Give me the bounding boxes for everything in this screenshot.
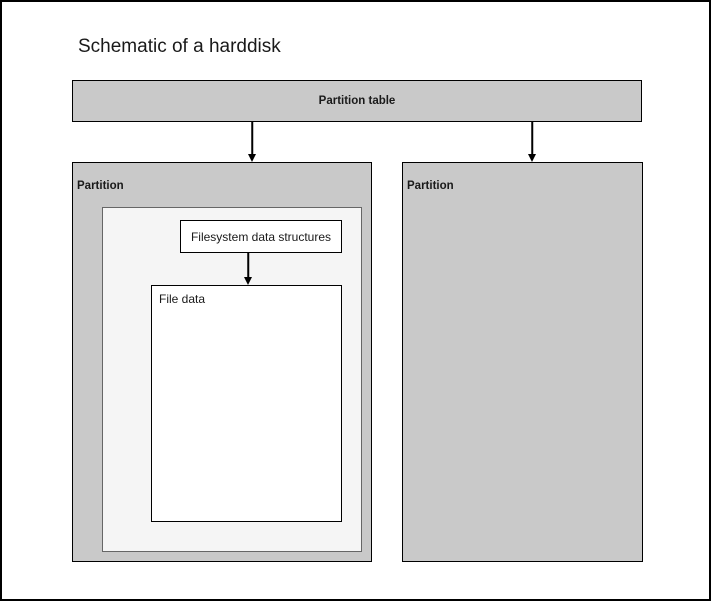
arrow-down-to-left-partition-icon (247, 122, 257, 162)
partition-table-label: Partition table (318, 95, 396, 107)
partition-table-box: Partition table (72, 80, 642, 122)
diagram-title: Schematic of a harddisk (78, 36, 281, 57)
left-partition-label: Partition (77, 180, 124, 192)
arrow-shaft (531, 122, 533, 157)
file-data-label: File data (159, 292, 206, 306)
arrow-head (244, 277, 252, 285)
filesystem-data-structures-label: Filesystem data structures (190, 229, 332, 244)
right-partition-label: Partition (407, 180, 454, 192)
arrow-head (528, 154, 536, 162)
filesystem-data-structures-box: Filesystem data structures (180, 220, 342, 253)
right-partition-box: Partition (402, 162, 643, 562)
arrow-shaft (247, 253, 249, 280)
arrow-down-to-right-partition-icon (527, 122, 537, 162)
arrow-shaft (251, 122, 253, 157)
arrow-down-to-file-data-icon (243, 253, 253, 285)
file-data-box: File data (151, 285, 342, 522)
arrow-head (248, 154, 256, 162)
